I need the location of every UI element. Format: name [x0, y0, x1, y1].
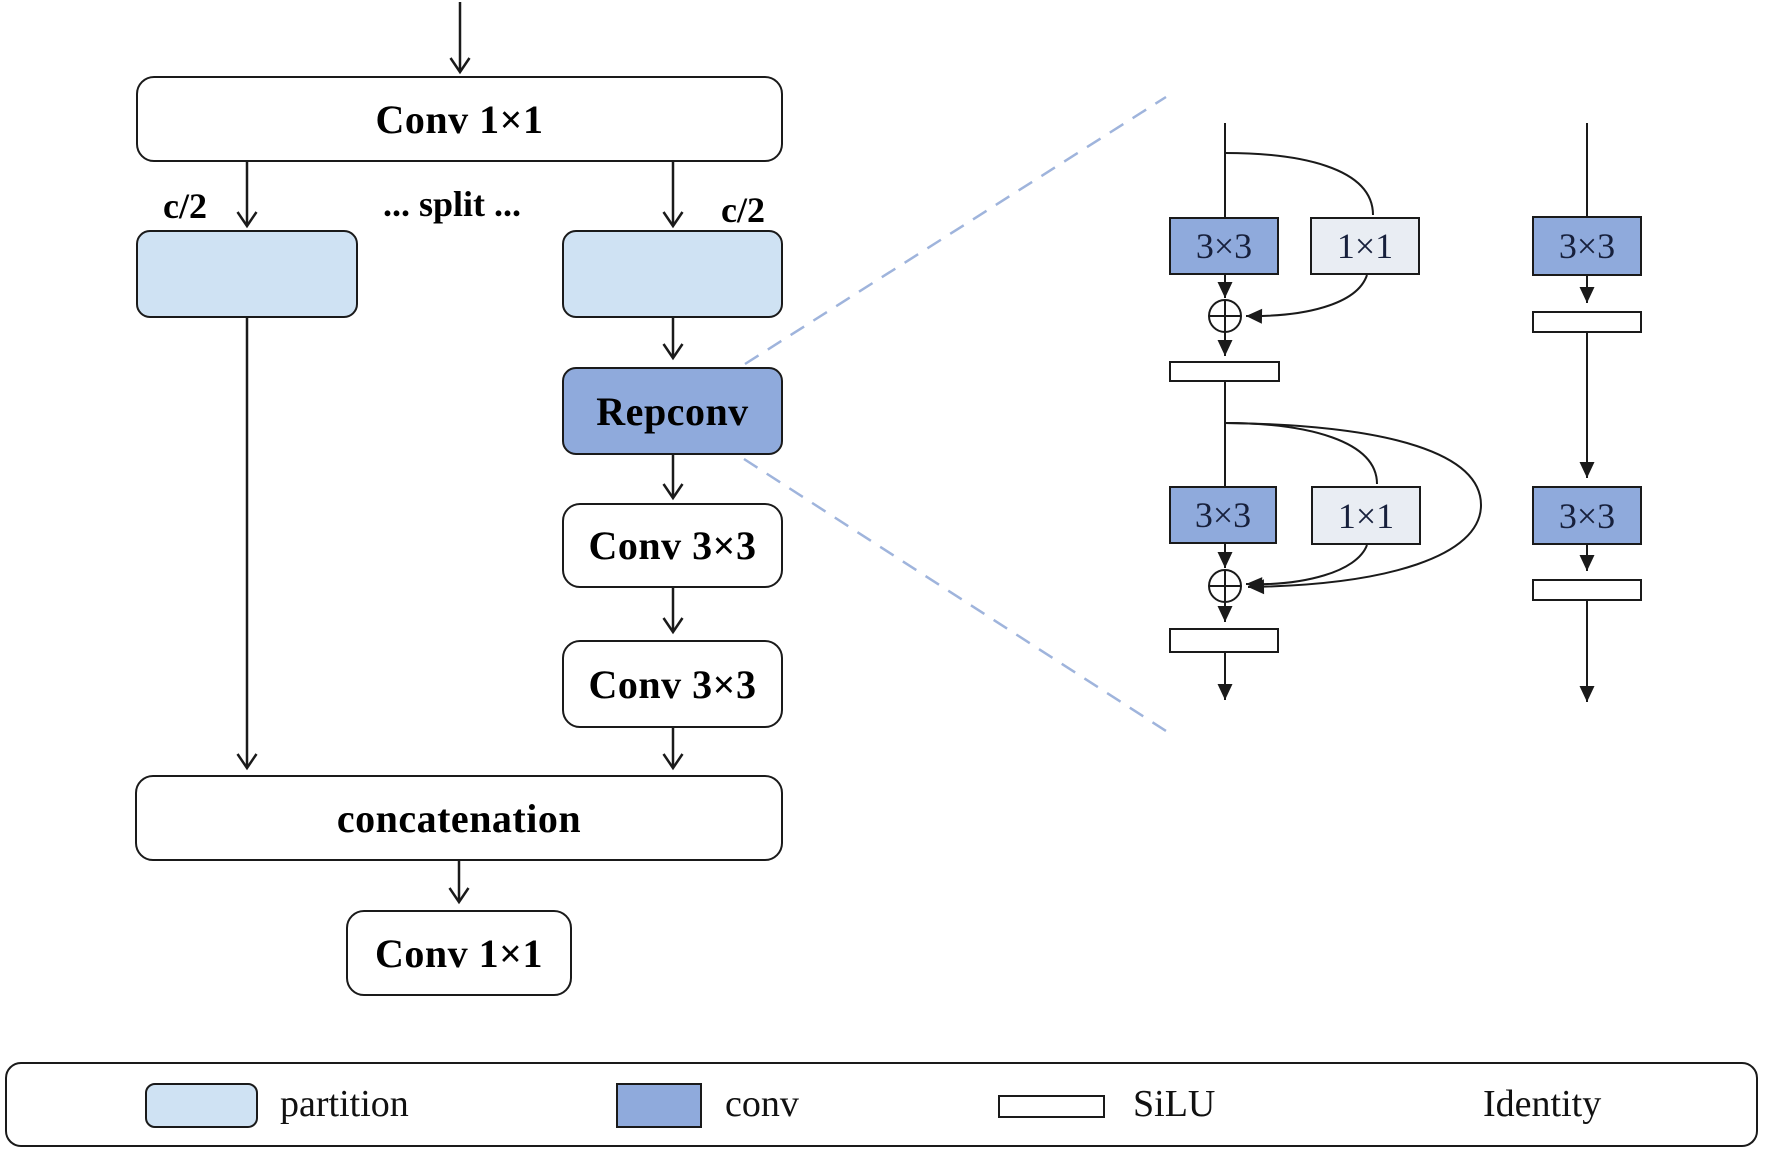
- zoom-dashed-upper: [744, 95, 1167, 366]
- partition-swatch: [145, 1083, 258, 1128]
- flow-box-conv1x1-bottom-label: Conv 1×1: [375, 930, 543, 976]
- train-1x1b-to-add-arc: [1245, 544, 1368, 593]
- train2-conv1x1-box: 1×1: [1311, 486, 1421, 545]
- flow-box-conv3x3-second: Conv 3×3: [562, 640, 783, 728]
- partition-box-right: [562, 230, 783, 318]
- train-1x1-to-add-arc: [1245, 274, 1368, 324]
- flow-box-conv1x1-top-label: Conv 1×1: [375, 96, 544, 142]
- train2-conv1x1-label: 1×1: [1337, 495, 1395, 536]
- legend-label-silu: SiLU: [1133, 1083, 1216, 1125]
- partition-box-left: [136, 230, 358, 318]
- train1-conv1x1-label: 1×1: [1336, 226, 1394, 266]
- flow-box-conv1x1-bottom: Conv 1×1: [346, 910, 572, 996]
- flow-box-repconv-label: Repconv: [596, 388, 749, 434]
- flow-box-conv3x3-second-label: Conv 3×3: [588, 661, 757, 707]
- flow-box-concatenation-label: concatenation: [336, 795, 582, 841]
- train-identity-arc: [1224, 422, 1483, 595]
- deploy1-conv3x3-label: 3×3: [1558, 226, 1616, 266]
- split-left-label: c/2: [163, 186, 207, 226]
- flow-box-conv3x3-first: Conv 3×3: [562, 503, 783, 588]
- train2-silu-block: [1169, 628, 1279, 653]
- split-right-label: c/2: [721, 190, 765, 230]
- silu-swatch: [998, 1095, 1105, 1118]
- train1-conv1x1-box: 1×1: [1310, 217, 1420, 275]
- add-icon-cross: [1209, 570, 1241, 602]
- flow-box-concatenation: concatenation: [135, 775, 783, 861]
- split-center-label: ... split ...: [382, 184, 522, 224]
- flowchart-arrows: [236, 2, 684, 905]
- deploy2-conv3x3-box: 3×3: [1532, 486, 1642, 545]
- train1-silu-block: [1169, 361, 1280, 382]
- deploy2-silu-block: [1532, 579, 1642, 601]
- zoom-dashed-lines: [743, 95, 1167, 733]
- deploy1-conv3x3-box: 3×3: [1532, 216, 1642, 276]
- train2-conv3x3-label: 3×3: [1194, 495, 1252, 535]
- deploy1-silu-block: [1532, 311, 1642, 333]
- legend: [5, 1062, 1758, 1147]
- train1-conv3x3-box: 3×3: [1169, 217, 1279, 275]
- legend-label-conv: conv: [725, 1083, 799, 1125]
- train2-conv3x3-box: 3×3: [1169, 486, 1277, 544]
- deploy2-conv3x3-label: 3×3: [1558, 495, 1616, 536]
- conv-swatch: [616, 1083, 702, 1128]
- train1-conv3x3-label: 3×3: [1195, 226, 1253, 266]
- train-branch1-to-1x1-arc: [1224, 152, 1374, 216]
- legend-label-identity: Identity: [1483, 1083, 1602, 1125]
- flow-box-repconv: Repconv: [562, 367, 783, 455]
- zoom-dashed-lower: [743, 457, 1167, 733]
- flow-box-conv1x1-top: Conv 1×1: [136, 76, 783, 162]
- legend-label-partition: partition: [280, 1083, 409, 1125]
- flow-box-conv3x3-first-label: Conv 3×3: [588, 523, 757, 568]
- train-branch-wires: [1208, 123, 1483, 700]
- add-icon-cross: [1209, 300, 1241, 332]
